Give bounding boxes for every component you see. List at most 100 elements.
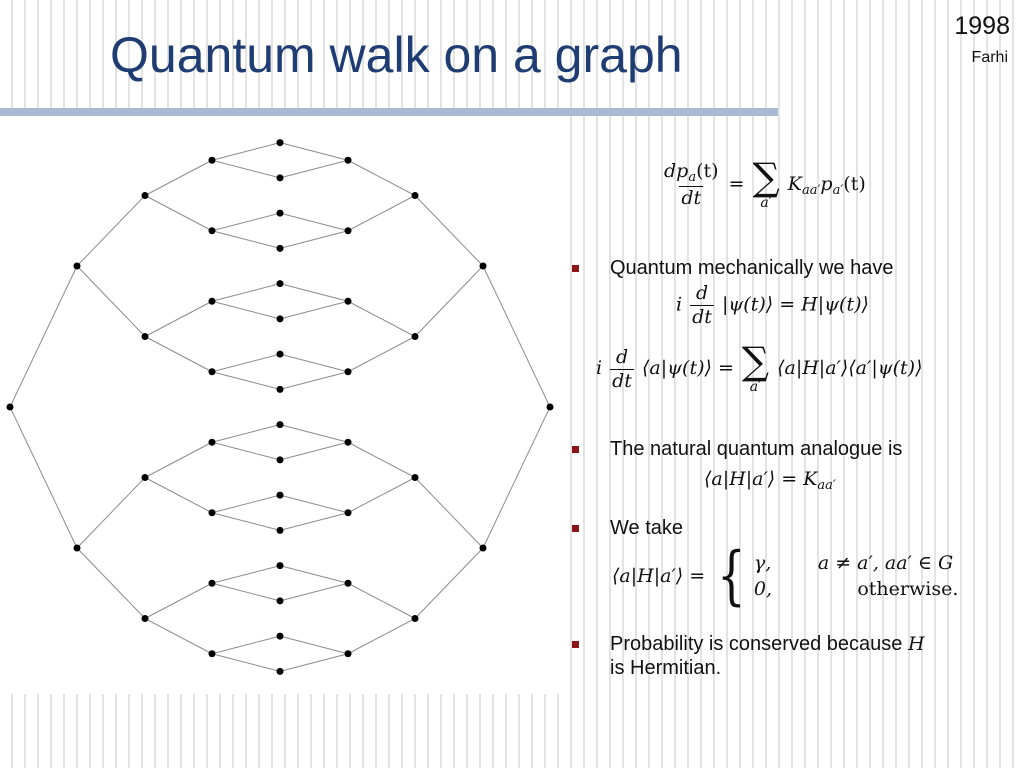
graph-nodes — [6, 139, 554, 675]
graph-edge — [211, 494, 281, 514]
graph-edges — [9, 142, 551, 672]
graph-node — [208, 509, 216, 517]
graph-node — [276, 315, 284, 323]
graph-node — [411, 333, 419, 340]
graph-edge — [347, 441, 416, 478]
graph-node — [276, 209, 284, 217]
graph-edge — [279, 441, 349, 461]
graph-node — [276, 526, 284, 534]
graph-edge — [414, 547, 484, 619]
graph-edge — [347, 582, 416, 619]
graph-edge — [9, 265, 78, 408]
graph-edge — [211, 300, 281, 320]
graph-edge — [144, 336, 213, 373]
graph-node — [276, 491, 284, 499]
graph-edge — [279, 565, 349, 584]
graph-edge — [279, 142, 349, 161]
graph-node — [276, 562, 284, 570]
graph-edge — [279, 230, 349, 249]
graph-edge — [482, 265, 551, 408]
graph-edge — [347, 195, 416, 232]
slide-title: Quantum walk on a graph — [110, 27, 683, 83]
graph-edge — [279, 283, 349, 302]
bullet-square-icon — [572, 265, 579, 272]
graph-node — [208, 368, 216, 376]
graph-node — [208, 579, 216, 587]
derivative-fraction: dpa(t) dt — [664, 160, 719, 210]
graph-node — [208, 650, 216, 658]
graph-edge — [76, 477, 146, 549]
graph-node — [276, 632, 284, 640]
graph-node — [344, 650, 352, 658]
graph-edge — [279, 353, 349, 373]
graph-edge — [279, 424, 349, 443]
graph-edge — [211, 653, 281, 672]
graph-edge — [347, 618, 416, 655]
graph-edge — [347, 159, 416, 196]
graph-edge — [414, 477, 484, 549]
bullet-square-icon — [572, 641, 579, 648]
bullet-square-icon — [572, 525, 579, 532]
graph-edge — [347, 336, 416, 373]
graph-node — [276, 350, 284, 358]
graph-node — [276, 667, 284, 675]
graph-edge — [347, 477, 416, 514]
graph-edge — [279, 635, 349, 655]
title-underline-bar — [0, 108, 778, 116]
graph-node — [344, 297, 352, 305]
graph-edge — [414, 195, 484, 267]
graph-edge — [144, 195, 213, 232]
graph-node — [141, 333, 149, 340]
graph-node — [276, 139, 284, 147]
citation-author: Farhi — [971, 49, 1008, 66]
graph-node — [208, 156, 216, 164]
graph-node — [141, 615, 149, 622]
graph-node — [344, 438, 352, 446]
bullet-square-icon — [572, 446, 579, 453]
graph-edge — [211, 424, 281, 443]
graph-edge — [144, 618, 213, 655]
graph-edge — [279, 653, 349, 672]
graph-node — [411, 615, 419, 622]
graph-node — [276, 597, 284, 605]
hamiltonian-definition: ⟨a|H|a′⟩ = { γ, a ≠ a′, aa′ ∈ G 0, other… — [612, 539, 959, 613]
graph-node — [73, 544, 81, 552]
graph-edge — [144, 582, 213, 619]
graph-edge — [211, 512, 281, 531]
graph-edge — [211, 159, 281, 179]
graph-node — [546, 403, 554, 411]
graph-node — [344, 227, 352, 235]
graph-edge — [211, 582, 281, 602]
analogue-equation: ⟨a|H|a′⟩ = Kaa′ — [704, 468, 836, 493]
graph-node — [208, 227, 216, 235]
graph-node — [276, 174, 284, 182]
graph-edge — [279, 300, 349, 320]
graph-node — [276, 456, 284, 464]
graph-edge — [76, 265, 146, 337]
graph-edge — [414, 265, 484, 337]
graph-edge — [9, 406, 78, 549]
graph-edge — [144, 159, 213, 196]
graph-edge — [211, 441, 281, 461]
graph-edge — [211, 635, 281, 655]
citation-year: 1998 — [954, 12, 1010, 40]
graph-node — [479, 262, 487, 270]
graph-edge — [279, 371, 349, 390]
glued-trees-graph-panel — [0, 116, 560, 694]
graph-edge — [211, 565, 281, 584]
graph-node — [344, 579, 352, 587]
graph-edge — [211, 230, 281, 249]
graph-node — [276, 244, 284, 252]
graph-edge — [76, 195, 146, 267]
graph-node — [73, 262, 81, 270]
graph-edge — [347, 300, 416, 337]
glued-trees-graph — [6, 139, 554, 675]
graph-node — [344, 368, 352, 376]
graph-node — [208, 438, 216, 446]
graph-edge — [144, 477, 213, 514]
graph-edge — [279, 512, 349, 531]
graph-edge — [76, 547, 146, 619]
graph-node — [141, 474, 149, 481]
